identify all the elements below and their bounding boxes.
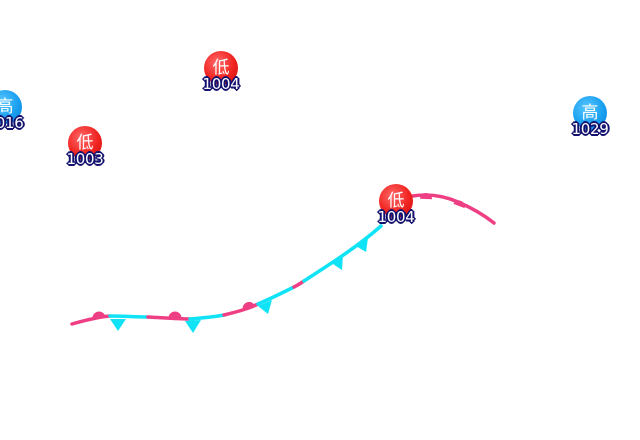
warm-front-semicircle [420, 192, 433, 200]
front-segment [188, 313, 226, 321]
high-pressure-center-east[interactable]: 高 1029 [570, 96, 610, 146]
pressure-value: 1003 [66, 150, 104, 168]
cold-front-triangle [330, 254, 343, 270]
front-segment [146, 315, 192, 321]
warm-front-semicircle [92, 311, 106, 320]
front-segment [302, 224, 383, 283]
low-pressure-icon: 低 [379, 184, 413, 218]
warm-front-semicircle [168, 311, 182, 318]
front-segment [256, 285, 296, 306]
low-pressure-center-north[interactable]: 低 1004 [201, 51, 241, 101]
high-pressure-center-west[interactable]: 高 1016 [0, 90, 25, 140]
pressure-value: 1029 [571, 120, 609, 138]
warm-front-semicircle [242, 301, 256, 310]
high-pressure-icon: 高 [0, 90, 22, 124]
low-pressure-icon: 低 [204, 51, 238, 85]
high-pressure-icon: 高 [573, 96, 607, 130]
cold-front-triangle [110, 319, 126, 331]
pressure-value: 1016 [0, 114, 24, 132]
cold-front-triangle [356, 238, 368, 252]
pressure-value: 1004 [377, 208, 415, 226]
cold-front-triangle [258, 300, 272, 314]
cold-front-triangle [185, 320, 201, 333]
front-segment [108, 314, 150, 319]
warm-front-semicircle [453, 200, 465, 209]
front-segment [222, 302, 260, 317]
low-pressure-icon: 低 [68, 126, 102, 160]
low-pressure-center-west[interactable]: 低 1003 [65, 126, 105, 176]
low-pressure-center-front[interactable]: 低 1004 [376, 184, 416, 234]
front-segment [70, 314, 112, 326]
pressure-value: 1004 [202, 75, 240, 93]
